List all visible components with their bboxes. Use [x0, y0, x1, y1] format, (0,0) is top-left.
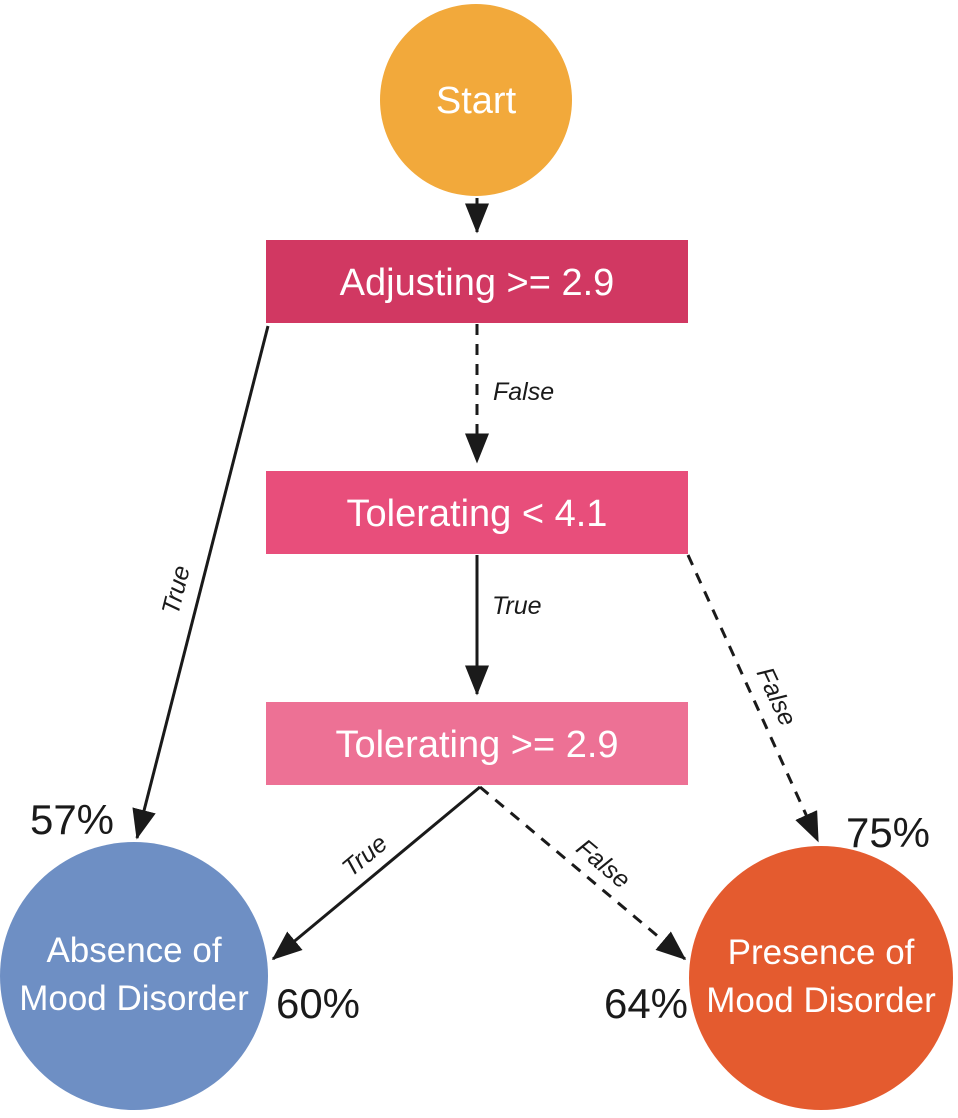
- edge-label-tolerating29-true: True: [337, 829, 393, 882]
- pct-presence-via-tolerating29: 64%: [604, 980, 688, 1027]
- node-tolerating-lt-41-label: Tolerating < 4.1: [347, 493, 608, 535]
- node-tolerating-lt-41: [266, 471, 688, 554]
- edge-tolerating29-false: [479, 785, 687, 961]
- edge-tolerating41-false: [686, 554, 820, 843]
- node-adjusting: [266, 240, 688, 323]
- pct-absence-via-tolerating29: 60%: [276, 980, 360, 1027]
- edge-label-tolerating29-false: False: [571, 833, 636, 894]
- node-absence-label-line2: Mood Disorder: [19, 979, 249, 1018]
- node-presence: [689, 846, 953, 1110]
- nodes: Start Adjusting >= 2.9 Tolerating < 4.1 …: [0, 4, 953, 1110]
- edge-tolerating29-true: [271, 785, 481, 961]
- edges: [132, 198, 820, 961]
- edge-label-adjusting-false: False: [493, 378, 554, 406]
- edge-label-adjusting-true: True: [157, 563, 196, 618]
- edge-label-tolerating41-true: True: [492, 592, 542, 620]
- node-tolerating-ge-29-label: Tolerating >= 2.9: [335, 724, 618, 766]
- node-absence-label-line1: Absence of: [46, 931, 221, 970]
- node-start: [380, 4, 572, 196]
- edge-labels: False True True False True False: [157, 378, 802, 894]
- percentage-labels: 57% 75% 60% 64%: [30, 796, 930, 1027]
- node-presence-label-line1: Presence of: [728, 933, 915, 972]
- node-start-label: Start: [436, 80, 517, 122]
- edge-adjusting-true: [132, 325, 270, 840]
- pct-presence-via-tolerating41: 75%: [846, 809, 930, 856]
- node-adjusting-label: Adjusting >= 2.9: [340, 262, 615, 304]
- edge-label-tolerating41-false: False: [751, 663, 802, 730]
- node-absence: [0, 842, 268, 1110]
- pct-absence-via-adjusting: 57%: [30, 796, 114, 843]
- node-tolerating-ge-29: [266, 702, 688, 785]
- node-presence-label-line2: Mood Disorder: [706, 981, 936, 1020]
